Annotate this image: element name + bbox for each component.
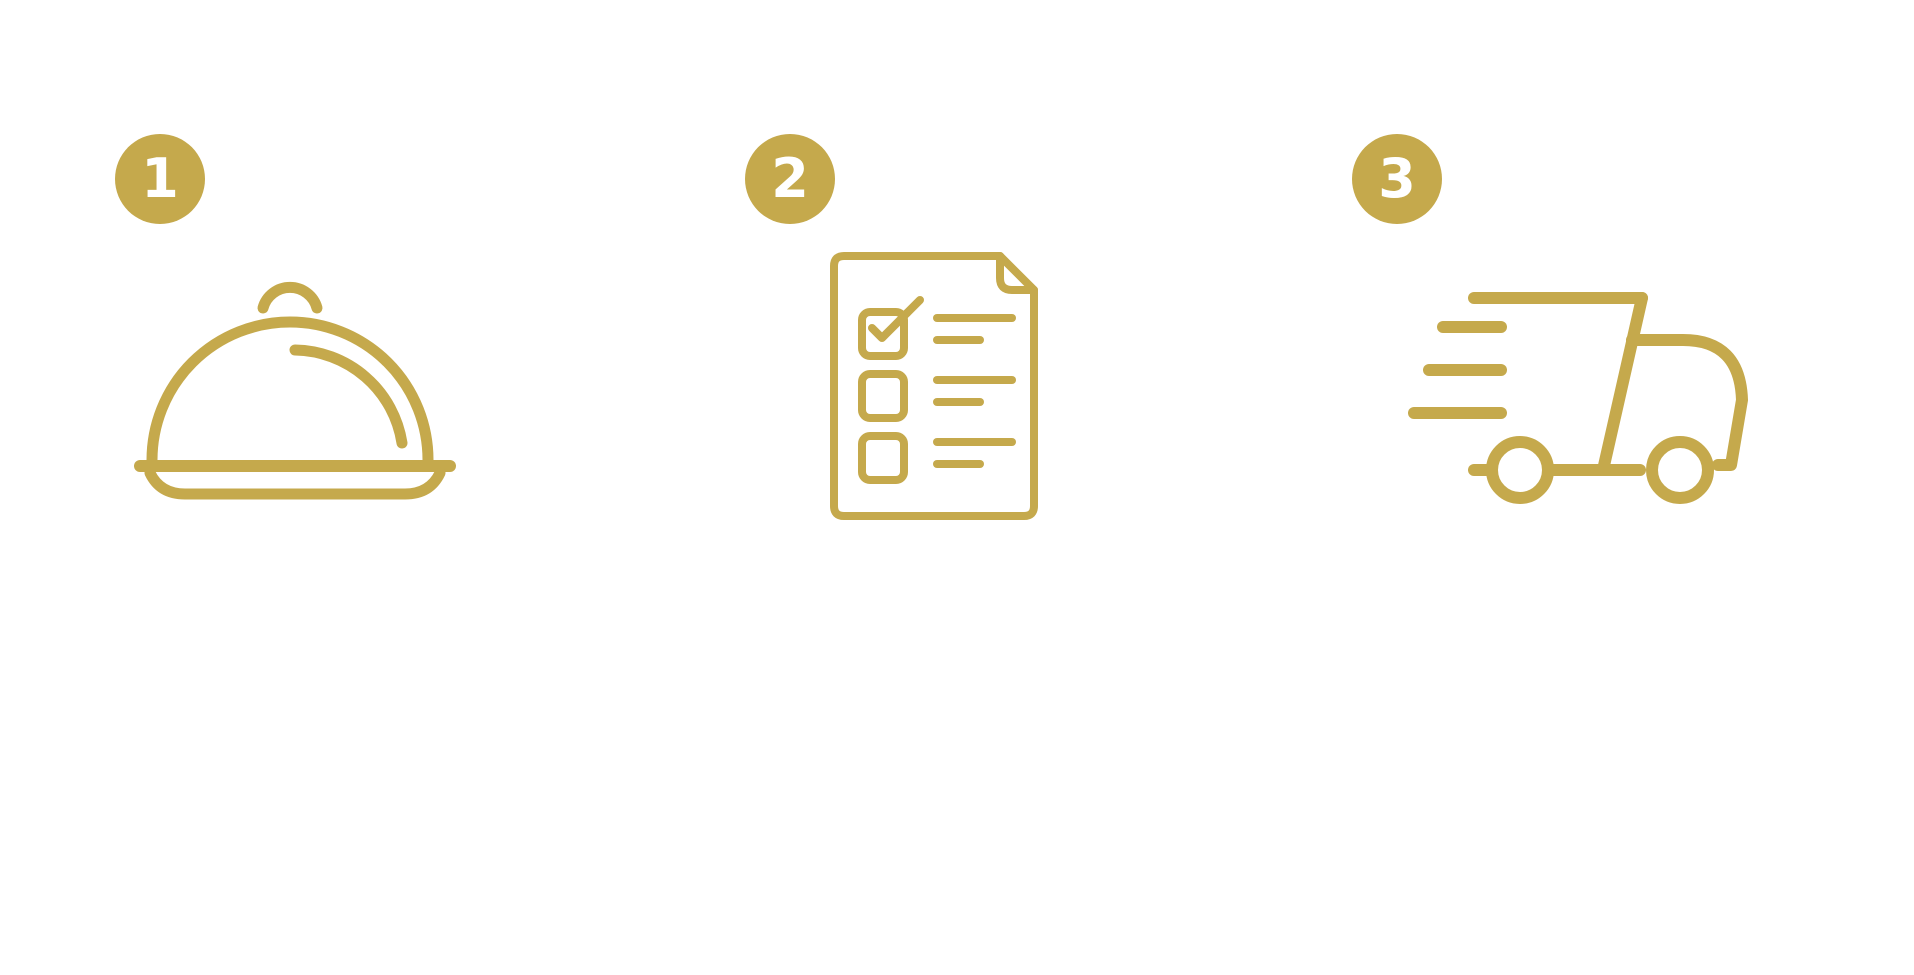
checklist-document-icon — [830, 252, 1038, 520]
step-number: 3 — [1378, 147, 1416, 210]
food-cloche-icon — [134, 281, 456, 500]
delivery-truck-icon — [1408, 292, 1748, 504]
step-number: 2 — [771, 147, 809, 210]
step-number-badge: 1 — [115, 134, 205, 224]
step-number-badge: 2 — [745, 134, 835, 224]
step-number-badge: 3 — [1352, 134, 1442, 224]
step-number: 1 — [141, 147, 179, 210]
